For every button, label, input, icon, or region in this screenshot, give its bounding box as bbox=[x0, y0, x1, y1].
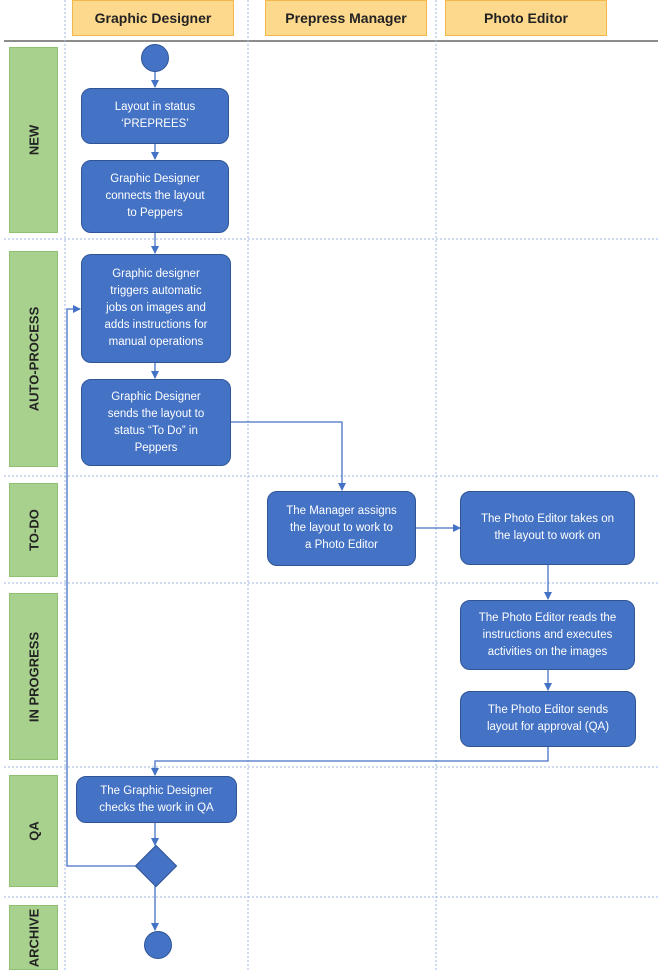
end-node bbox=[144, 931, 172, 959]
step-layout-status: Layout in status ‘PREPREES’ bbox=[81, 88, 229, 144]
lane-header-prepress-manager: Prepress Manager bbox=[265, 0, 427, 36]
connector-to-manager bbox=[231, 421, 346, 491]
step-connect-peppers: Graphic Designer connects the layout to … bbox=[81, 160, 229, 233]
phase-to-do: TO-DO bbox=[9, 483, 58, 577]
step-editor-take: The Photo Editor takes on the layout to … bbox=[460, 491, 635, 565]
phase-in-progress: IN PROGRESS bbox=[9, 593, 58, 760]
step-editor-read: The Photo Editor reads the instructions … bbox=[460, 600, 635, 670]
step-auto-jobs: Graphic designer triggers automatic jobs… bbox=[81, 254, 231, 363]
step-editor-send: The Photo Editor sends layout for approv… bbox=[460, 691, 636, 747]
step-qa-check: The Graphic Designer checks the work in … bbox=[76, 776, 237, 823]
phase-label: IN PROGRESS bbox=[26, 631, 41, 722]
phase-label: QA bbox=[26, 821, 41, 841]
lane-header-graphic-designer: Graphic Designer bbox=[72, 0, 234, 36]
phase-qa: QA bbox=[9, 775, 58, 887]
connector-to-qa bbox=[151, 747, 549, 776]
phase-archive: ARCHIVE bbox=[9, 905, 58, 970]
phase-auto-process: AUTO-PROCESS bbox=[9, 251, 58, 467]
start-node bbox=[141, 44, 169, 72]
connector-loop-back bbox=[66, 305, 136, 867]
phase-label: NEW bbox=[26, 124, 41, 156]
step-send-to-do: Graphic Designer sends the layout to sta… bbox=[81, 379, 231, 466]
phase-label: TO-DO bbox=[26, 509, 41, 551]
phase-label: AUTO-PROCESS bbox=[26, 306, 41, 412]
phase-label: ARCHIVE bbox=[26, 908, 41, 967]
lane-header-photo-editor: Photo Editor bbox=[445, 0, 607, 36]
phase-new: NEW bbox=[9, 47, 58, 233]
step-manager-assign: The Manager assigns the layout to work t… bbox=[267, 491, 416, 566]
